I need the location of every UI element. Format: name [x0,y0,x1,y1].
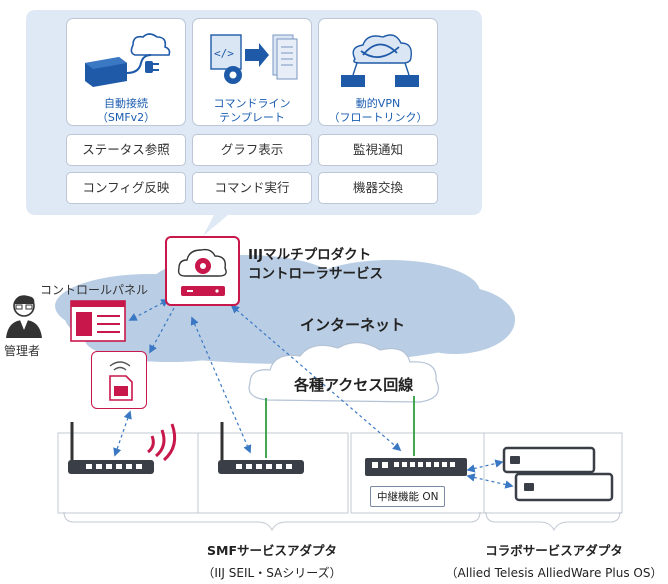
function-graph-view: グラフ表示 [192,134,312,166]
arrow-switch-to-server2 [466,473,514,489]
function-config-apply: コンフィグ反映 [66,172,186,204]
vpn-network-icon [341,34,419,87]
arrow-controller-to-switch [230,304,402,452]
admin-person-icon [6,295,42,338]
collab-group-label: コラボサービスアダプタ （Allied Telesis AlliedWare P… [445,543,663,580]
cloud-gear-icon [177,248,227,296]
control-panel-label: コントロールパネル [40,283,149,297]
controller-title: IIJマルチプロダクト コントローラサービス [248,247,383,282]
svg-text:</>: </> [214,47,234,60]
feature-label-auto-connect: 自動接続 （SMFv2） [96,97,156,124]
code-template-icon: </> [210,34,298,84]
device-plug-icon [85,33,171,87]
sim-card-icon [109,361,133,401]
feature-card-dynamic-vpn: 動的VPN （フロートリンク） [318,18,438,126]
function-device-swap: 機器交換 [318,172,438,204]
access-lines-label: 各種アクセス回線 [294,376,414,394]
internet-label: インターネット [300,316,406,334]
function-command-exec: コマンド実行 [192,172,312,204]
arrow-sim-to-router1 [113,410,132,457]
router-wireless-icon [68,422,177,474]
server-stack-icon [502,446,614,502]
function-monitor-notify: 監視通知 [318,134,438,166]
arrow-controller-to-panel [128,299,170,321]
controller-box [165,236,240,306]
feature-card-cli-template: </> コマンドライン テンプレート [192,18,312,126]
feature-label-dynamic-vpn: 動的VPN （フロートリンク） [328,97,428,124]
router-icon [218,422,304,474]
sim-box [91,351,147,409]
control-panel-window-icon [70,300,126,342]
admin-label: 管理者 [4,344,41,358]
feature-label-cli-template: コマンドライン テンプレート [213,97,291,124]
function-status-view: ステータス参照 [66,134,186,166]
smf-group-label: SMFサービスアダプタ （IIJ SEIL・SAシリーズ） [202,543,342,580]
collab-bracket [485,511,621,532]
arrow-controller-to-sim [149,307,175,354]
smf-bracket [63,511,481,532]
relay-on-badge: 中継機能 ON [370,486,446,507]
feature-card-auto-connect: 自動接続 （SMFv2） [66,18,186,126]
switch-icon [365,458,467,476]
